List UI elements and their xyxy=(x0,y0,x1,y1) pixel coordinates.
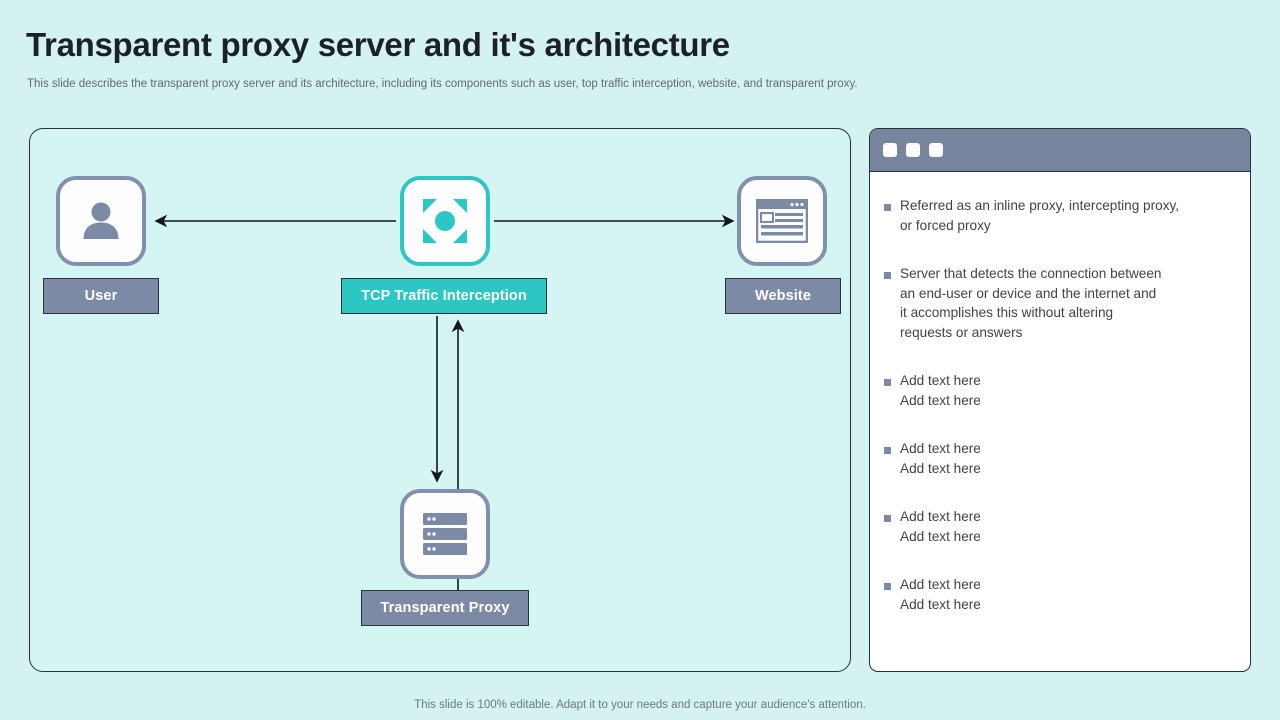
list-item[interactable]: Add text here Add text here xyxy=(884,439,1232,478)
list-item-text: Add text here Add text here xyxy=(900,373,981,408)
list-item-text: Server that detects the connection betwe… xyxy=(900,266,1162,340)
list-item[interactable]: Add text here Add text here xyxy=(884,371,1232,410)
list-item-text: Add text here Add text here xyxy=(900,577,981,612)
node-label-tcp-traffic-interception[interactable]: TCP Traffic Interception xyxy=(341,278,547,314)
intercept-icon xyxy=(423,199,467,243)
server-icon xyxy=(423,513,467,555)
maximize-button[interactable] xyxy=(906,143,920,157)
list-item-text: Add text here Add text here xyxy=(900,441,981,476)
list-item[interactable]: Add text here Add text here xyxy=(884,575,1232,614)
bullet-icon xyxy=(884,583,891,590)
node-tcp-icon-tile[interactable] xyxy=(400,176,490,266)
list-item[interactable]: Server that detects the connection betwe… xyxy=(884,264,1232,342)
browser-icon xyxy=(756,199,808,243)
list-item-text: Referred as an inline proxy, interceptin… xyxy=(900,198,1180,233)
bullet-icon xyxy=(884,379,891,386)
node-proxy-icon-tile[interactable] xyxy=(400,489,490,579)
node-label-transparent-proxy[interactable]: Transparent Proxy xyxy=(361,590,529,626)
notes-window-titlebar xyxy=(870,129,1250,172)
bullet-icon xyxy=(884,515,891,522)
slide-footer-note: This slide is 100% editable. Adapt it to… xyxy=(414,699,866,711)
node-label-website[interactable]: Website xyxy=(725,278,841,314)
list-item[interactable]: Referred as an inline proxy, interceptin… xyxy=(884,196,1232,235)
list-item-text: Add text here Add text here xyxy=(900,509,981,544)
node-label-user[interactable]: User xyxy=(43,278,159,314)
bullet-icon xyxy=(884,272,891,279)
minimize-button[interactable] xyxy=(883,143,897,157)
notes-panel: Referred as an inline proxy, interceptin… xyxy=(869,128,1251,672)
user-icon xyxy=(83,202,119,239)
notes-list: Referred as an inline proxy, interceptin… xyxy=(870,172,1250,653)
page-title: Transparent proxy server and it's archit… xyxy=(26,26,730,63)
close-button[interactable] xyxy=(929,143,943,157)
architecture-diagram-panel: User TCP Traffic Interception Website xyxy=(29,128,851,672)
list-item[interactable]: Add text here Add text here xyxy=(884,507,1232,546)
node-user-icon-tile[interactable] xyxy=(56,176,146,266)
node-website-icon-tile[interactable] xyxy=(737,176,827,266)
page-subtitle: This slide describes the transparent pro… xyxy=(27,78,858,90)
bullet-icon xyxy=(884,447,891,454)
bullet-icon xyxy=(884,204,891,211)
